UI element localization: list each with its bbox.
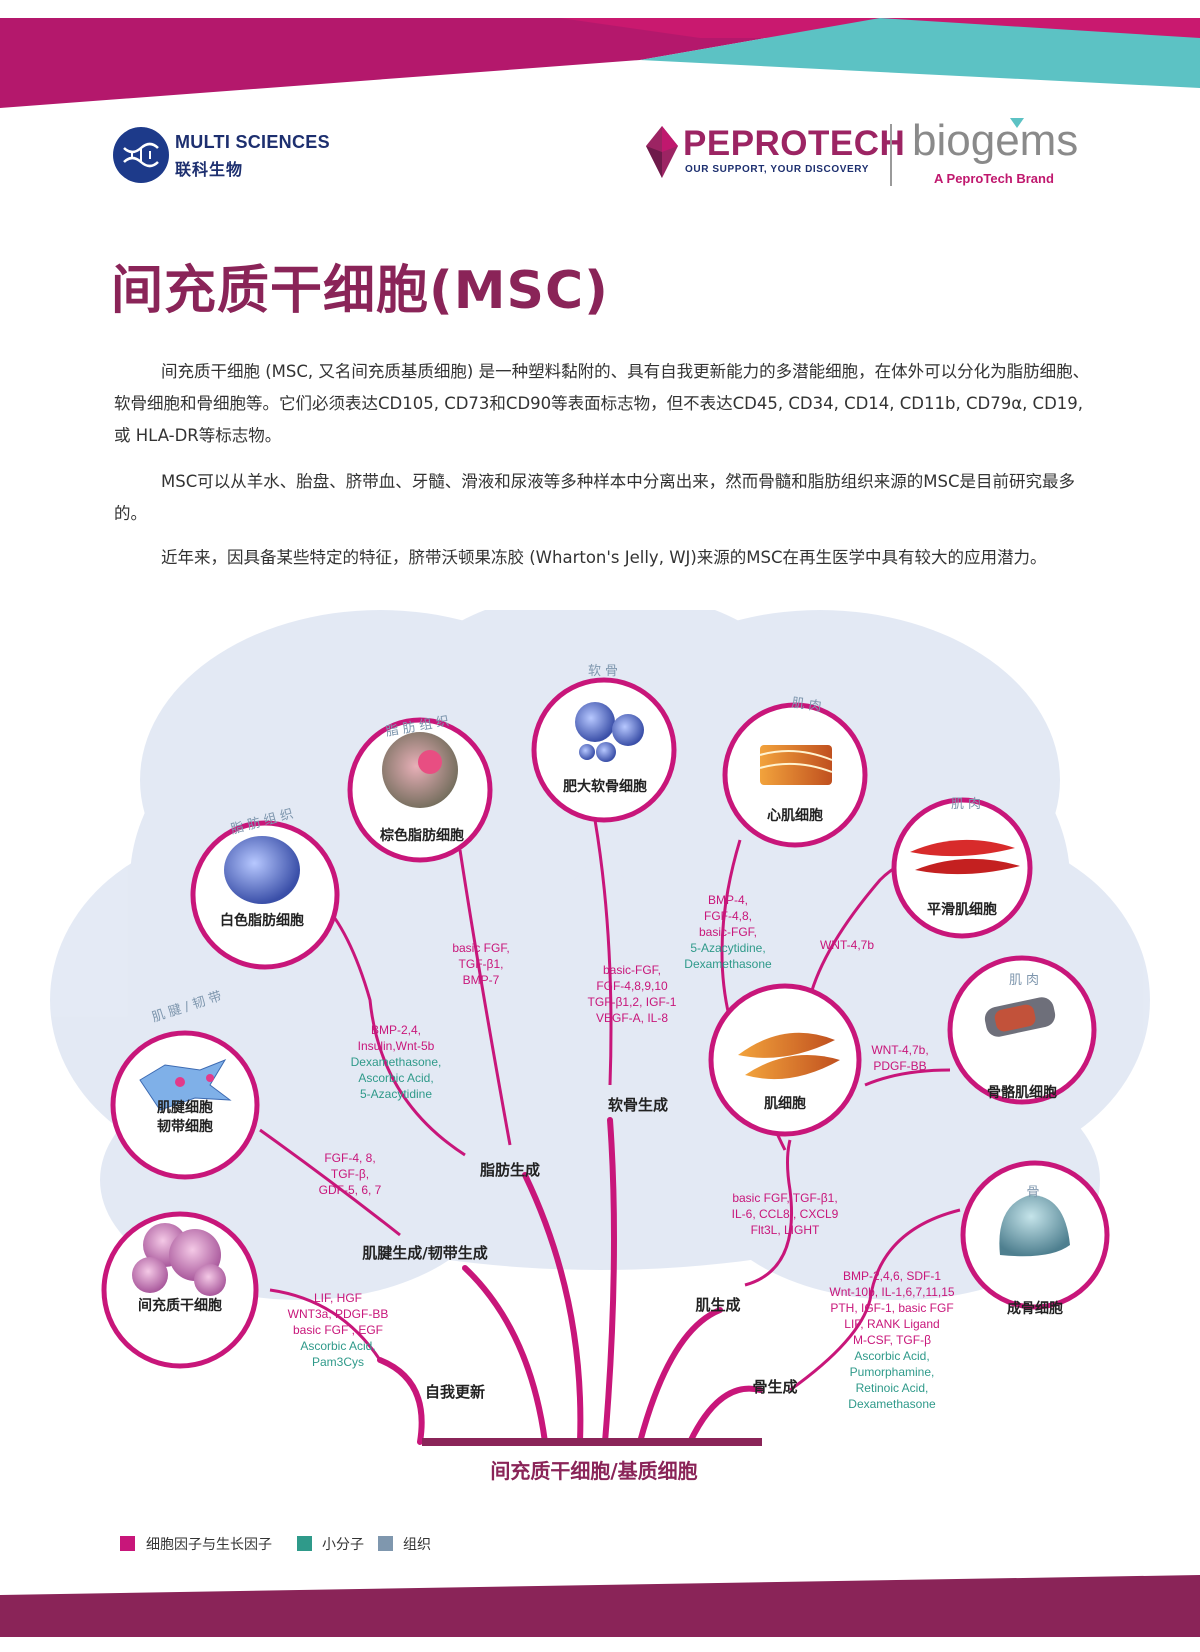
- legend-label-small-molecule: 小分子: [322, 1537, 364, 1553]
- cell-label-chondrocyte: 肥大软骨细胞: [563, 778, 647, 795]
- factor-osteo-5: M-CSF, TGF-β: [853, 1333, 931, 1347]
- multi-sciences-cn-name: 联科生物: [175, 160, 244, 179]
- cell-circle-osteoblast: [960, 1160, 1110, 1310]
- factor-white-fat-2: Insulin,Wnt-5b: [358, 1039, 435, 1053]
- factor-cardio-1: BMP-4,: [708, 893, 748, 907]
- cell-label-smooth-muscle: 平滑肌细胞: [927, 901, 997, 918]
- cell-circle-chondrocyte: [531, 677, 677, 823]
- intro-paragraph: 间充质干细胞 (MSC, 又名间充质基质细胞) 是一种塑料黏附的、具有自我更新能…: [114, 362, 1090, 445]
- factor-osteo-1: BMP-2,4,6, SDF-1: [843, 1269, 941, 1283]
- logo-divider: [890, 124, 892, 186]
- top-decorative-band: [0, 0, 1200, 108]
- cell-circle-msc: [101, 1211, 259, 1369]
- factor-myo-3: Flt3L, LIGHT: [751, 1223, 820, 1237]
- factor-white-fat-sm-3: 5-Azacytidine: [360, 1087, 432, 1101]
- factor-chondro-1: basic-FGF,: [603, 963, 661, 977]
- factor-osteo-3: PTH, IGF-1, basic FGF: [830, 1301, 953, 1315]
- cell-label-tendon-2: 韧带细胞: [157, 1118, 213, 1135]
- peprotech-tagline: OUR SUPPORT, YOUR DISCOVERY: [685, 164, 870, 175]
- tissue-label-bone: 骨: [1026, 1185, 1043, 1200]
- factor-osteo-sm-4: Dexamethasone: [848, 1397, 936, 1411]
- branch-label-chondro: 软骨生成: [608, 1096, 668, 1114]
- biogems-name: biogems: [912, 116, 1079, 165]
- multi-sciences-name: MULTI SCIENCES: [175, 132, 330, 152]
- factor-myo-2: IL-6, CCL8 , CXCL9: [732, 1207, 839, 1221]
- tree-trunk-branches: [377, 1117, 763, 1445]
- page-title: 间充质干细胞(MSC): [111, 261, 609, 321]
- legend-swatch-tissue: [378, 1536, 393, 1551]
- factor-osteo-4: LIF, RANK Ligand: [844, 1317, 939, 1331]
- factor-smooth-1: WNT-4,7b: [820, 938, 874, 952]
- cell-label-skeletal-muscle: 骨骼肌细胞: [987, 1084, 1057, 1101]
- factor-self-renew-3: basic FGF , EGF: [293, 1323, 383, 1337]
- peprotech-name: PEPROTECH: [683, 124, 906, 163]
- source-paragraph: MSC可以从羊水、胎盘、脐带血、牙髓、滑液和尿液等多种样本中分离出来，然而骨髓和…: [114, 472, 1075, 523]
- factor-self-renew-1: LIF, HGF: [314, 1291, 362, 1305]
- factor-osteo-sm-1: Ascorbic Acid,: [854, 1349, 929, 1363]
- factor-white-fat-sm-1: Dexamethasone,: [351, 1055, 442, 1069]
- tissue-label-muscle-3: 肌肉: [1009, 973, 1043, 988]
- factor-tendon-1: FGF-4, 8,: [324, 1151, 375, 1165]
- legend-label-tissue: 组织: [403, 1537, 431, 1553]
- cell-label-white-fat: 白色脂肪细胞: [220, 912, 304, 929]
- cell-circle-myocyte: [708, 983, 862, 1137]
- peprotech-logo-icon: [646, 126, 678, 178]
- branch-label-myo: 肌生成: [695, 1296, 740, 1314]
- cell-label-msc: 间充质干细胞: [138, 1297, 222, 1314]
- branch-label-adipo: 脂肪生成: [480, 1161, 540, 1179]
- branch-label-self-renew: 自我更新: [425, 1383, 485, 1401]
- factor-self-renew-sm-2: Pam3Cys: [312, 1355, 364, 1369]
- cell-label-myocyte: 肌细胞: [764, 1095, 806, 1112]
- factor-brown-fat-2: TGF-β1,: [459, 957, 504, 971]
- factor-brown-fat-1: basic FGF,: [452, 941, 509, 955]
- tissue-label-muscle-2: 肌肉: [951, 797, 985, 812]
- legend-swatch-growth-factor: [120, 1536, 135, 1551]
- factor-osteo-sm-2: Pumorphamine,: [850, 1365, 935, 1379]
- tree-base-label: 间充质干细胞/基质细胞: [490, 1459, 697, 1483]
- tissue-label-muscle-1: 肌肉: [791, 696, 827, 716]
- factor-white-fat-1: BMP-2,4,: [371, 1023, 421, 1037]
- msc-differentiation-tree-diagram: 间充质干细胞 肌腱细胞 韧带细胞 白色脂肪细胞 棕色脂肪细胞 肥大软骨细胞 心肌…: [50, 610, 1150, 1483]
- cell-label-brown-fat: 棕色脂肪细胞: [379, 827, 464, 844]
- factor-myo-1: basic FGF, TGF-β1,: [732, 1191, 837, 1205]
- cell-circle-white-fat: [190, 820, 340, 970]
- factor-brown-fat-3: BMP-7: [463, 973, 500, 987]
- bottom-decorative-band: [0, 1575, 1200, 1637]
- cell-circle-cardiomyocyte: [722, 702, 868, 848]
- multi-sciences-logo-icon: [113, 127, 169, 183]
- legend-swatch-small-molecule: [297, 1536, 312, 1551]
- biogems-tagline: A PeproTech Brand: [934, 171, 1054, 186]
- cell-circle-brown-fat: [347, 717, 493, 863]
- factor-skeletal-2: PDGF-BB: [873, 1059, 926, 1073]
- factor-tendon-2: TGF-β,: [331, 1167, 369, 1181]
- factor-cardio-sm-1: 5-Azacytidine,: [690, 941, 765, 955]
- factor-chondro-4: VEGF-A, IL-8: [596, 1011, 668, 1025]
- cell-label-osteoblast: 成骨细胞: [1007, 1300, 1063, 1317]
- wj-paragraph: 近年来，因具备某些特定的特征，脐带沃顿果冻胶 (Wharton's Jelly,…: [161, 548, 1047, 567]
- tissue-label-cartilage: 软骨: [588, 664, 622, 679]
- branch-label-tendon: 肌腱生成/韧带生成: [362, 1244, 487, 1262]
- factor-skeletal-1: WNT-4,7b,: [871, 1043, 928, 1057]
- factor-cardio-3: basic-FGF,: [699, 925, 757, 939]
- factor-self-renew-2: WNT3a, PDGF-BB: [288, 1307, 389, 1321]
- factor-osteo-sm-3: Retinoic Acid,: [856, 1381, 929, 1395]
- factor-osteo-2: Wnt-10b, IL-1,6,7,11,15: [829, 1285, 955, 1299]
- factor-self-renew-sm-1: Ascorbic Acid,: [300, 1339, 375, 1353]
- biogems-accent-icon: [1010, 118, 1024, 128]
- cell-circle-smooth-muscle: [891, 797, 1033, 939]
- cell-circle-skeletal-muscle: [947, 955, 1097, 1105]
- cell-circle-tendon: [110, 1030, 260, 1180]
- branch-label-osteo: 骨生成: [752, 1378, 797, 1396]
- factor-chondro-3: TGF-β1,2, IGF-1: [588, 995, 677, 1009]
- factor-chondro-2: FGF-4,8,9,10: [596, 979, 668, 993]
- factor-tendon-3: GDF-5, 6, 7: [319, 1183, 382, 1197]
- factor-white-fat-sm-2: Ascorbic Acid,: [358, 1071, 433, 1085]
- legend-label-growth-factor: 细胞因子与生长因子: [146, 1537, 272, 1553]
- cell-label-cardiomyocyte: 心肌细胞: [767, 807, 823, 824]
- factor-cardio-2: FGF-4,8,: [704, 909, 752, 923]
- factor-cardio-sm-2: Dexamethasone: [684, 957, 772, 971]
- cell-label-tendon-1: 肌腱细胞: [157, 1099, 213, 1116]
